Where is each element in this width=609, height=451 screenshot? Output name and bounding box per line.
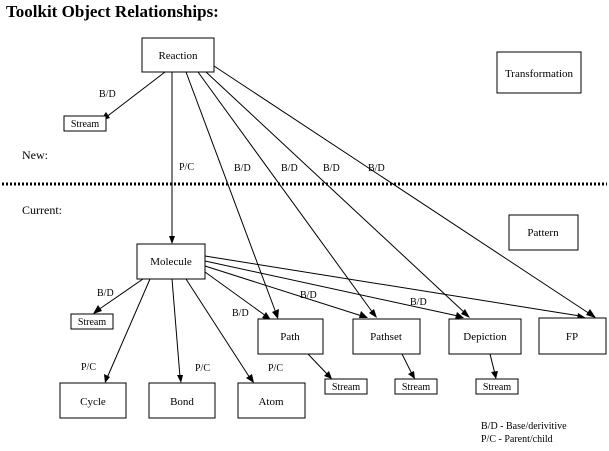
node-fp-label: FP [566, 331, 578, 343]
reaction-edges [100, 65, 596, 319]
node-pattern: Pattern [508, 214, 579, 251]
diagram-title: Toolkit Object Relationships: [6, 2, 219, 21]
edge-molecule-depiction [204, 260, 459, 317]
node-reaction: Reaction [141, 37, 215, 73]
edge-pathset-stream [401, 353, 413, 375]
legend: B/D - Base/derivitive P/C - Parent/child [481, 421, 567, 445]
arrowhead-molecule-cycle [104, 374, 110, 383]
stream-edges [307, 353, 498, 379]
label-molecule-cycle: P/C [81, 362, 96, 373]
edge-path-stream [307, 353, 329, 376]
node-atom: Atom [237, 382, 306, 419]
node-path: Path [257, 318, 324, 355]
arrowhead-molecule-path [262, 312, 271, 320]
arrowhead-molecule-depiction [455, 312, 464, 319]
label-reaction-depiction: B/D [323, 163, 340, 174]
node-stream-molecule: Stream [70, 313, 114, 330]
arrowhead-reaction-fp [586, 309, 596, 318]
label-reaction-path: B/D [234, 163, 251, 174]
arrowhead-molecule-stream [93, 305, 102, 314]
legend-pc: P/C - Parent/child [481, 434, 553, 445]
edge-molecule-cycle [106, 278, 151, 379]
arrowhead-reaction-path [272, 309, 279, 319]
node-transformation-label: Transformation [505, 68, 574, 80]
arrowhead-path-stream [324, 371, 332, 379]
node-stream-pathset-label: Stream [402, 382, 431, 393]
node-molecule-label: Molecule [150, 256, 192, 268]
label-reaction-fp: B/D [368, 163, 385, 174]
node-depiction-label: Depiction [463, 331, 507, 343]
node-bond: Bond [148, 382, 216, 419]
arrowhead-molecule-pathset [359, 311, 368, 318]
section-new-label: New: [22, 148, 48, 162]
edge-molecule-path [204, 271, 267, 317]
edge-molecule-pathset [204, 265, 363, 317]
label-molecule-bond: P/C [195, 363, 210, 374]
label-reaction-pathset: B/D [281, 163, 298, 174]
arrowhead-molecule-bond [177, 375, 183, 383]
node-stream-depiction-label: Stream [483, 382, 512, 393]
edge-reaction-fp [213, 65, 591, 315]
node-cycle: Cycle [59, 382, 127, 419]
label-molecule-pathset: B/D [300, 290, 317, 301]
label-reaction-molecule: P/C [179, 162, 194, 173]
arrowhead-reaction-pathset [369, 309, 377, 318]
edge-reaction-pathset [197, 71, 374, 314]
node-pathset-label: Pathset [370, 331, 402, 343]
node-pathset: Pathset [352, 318, 421, 355]
node-pattern-label: Pattern [527, 227, 559, 239]
label-reaction-stream: B/D [99, 89, 116, 100]
node-stream-pathset: Stream [394, 378, 438, 395]
node-bond-label: Bond [170, 396, 194, 408]
edge-molecule-bond [171, 278, 181, 378]
node-path-label: Path [280, 331, 300, 343]
arrowhead-depiction-stream [491, 371, 498, 379]
node-molecule: Molecule [136, 243, 206, 280]
edge-reaction-depiction [205, 71, 466, 314]
label-molecule-path: B/D [232, 308, 249, 319]
node-stream-depiction: Stream [475, 378, 519, 395]
node-atom-label: Atom [258, 396, 284, 408]
label-molecule-stream: B/D [97, 288, 114, 299]
node-stream-reaction-label: Stream [71, 119, 100, 130]
edge-reaction-stream [104, 71, 166, 119]
edge-molecule-atom [185, 278, 251, 379]
node-transformation: Transformation [496, 51, 582, 94]
arrowhead-molecule-atom [246, 374, 254, 383]
edge-molecule-stream [97, 278, 144, 311]
node-stream-molecule-label: Stream [78, 317, 107, 328]
edge-labels: B/D P/C B/D B/D B/D B/D B/D B/D B/D B/D … [81, 89, 427, 374]
edge-molecule-fp [204, 255, 581, 317]
node-depiction: Depiction [448, 318, 522, 355]
arrowhead-pathset-stream [408, 371, 415, 379]
node-stream-path-label: Stream [332, 382, 361, 393]
legend-bd: B/D - Base/derivitive [481, 421, 567, 432]
node-stream-reaction: Stream [63, 115, 107, 132]
node-reaction-label: Reaction [158, 50, 198, 62]
label-molecule-atom: P/C [268, 363, 283, 374]
edge-depiction-stream [489, 353, 496, 375]
section-current-label: Current: [22, 203, 62, 217]
node-stream-path: Stream [324, 378, 368, 395]
arrowhead-reaction-depiction [461, 309, 470, 318]
node-cycle-label: Cycle [80, 396, 106, 408]
label-molecule-depiction: B/D [410, 297, 427, 308]
node-fp: FP [538, 317, 607, 355]
arrowhead-reaction-molecule [169, 236, 175, 244]
